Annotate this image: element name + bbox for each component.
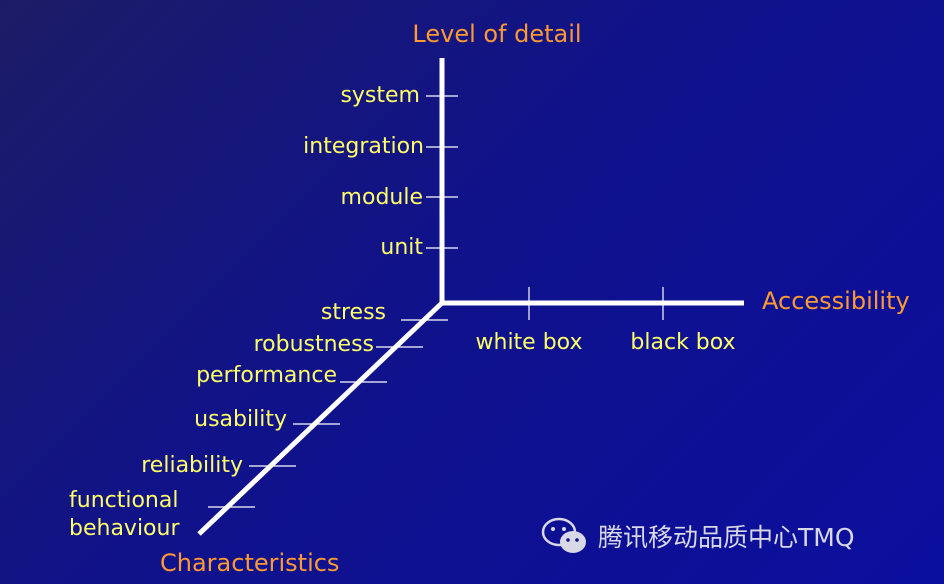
level-black-box: black box bbox=[630, 330, 736, 355]
level-robustness: robustness bbox=[253, 332, 374, 357]
watermark: 腾讯移动品质中心TMQ bbox=[540, 514, 855, 558]
level-module: module bbox=[340, 185, 423, 210]
level-system: system bbox=[340, 83, 420, 108]
diagonal-axis bbox=[197, 299, 446, 536]
watermark-text: 腾讯移动品质中心TMQ bbox=[598, 523, 855, 552]
level-behaviour: behaviour bbox=[69, 516, 180, 541]
vertical-axis-title: Level of detail bbox=[412, 20, 582, 48]
wechat-icon bbox=[541, 517, 586, 553]
diagonal-axis-title: Characteristics bbox=[160, 549, 340, 577]
level-white-box: white box bbox=[475, 330, 583, 355]
horizontal-axis-title: Accessibility bbox=[762, 287, 910, 315]
level-functional: functional bbox=[69, 488, 179, 513]
level-usability: usability bbox=[194, 407, 287, 432]
level-unit: unit bbox=[380, 235, 423, 260]
level-stress: stress bbox=[320, 300, 386, 325]
level-reliability: reliability bbox=[141, 453, 243, 478]
level-integration: integration bbox=[303, 134, 424, 159]
level-performance: performance bbox=[196, 363, 337, 388]
